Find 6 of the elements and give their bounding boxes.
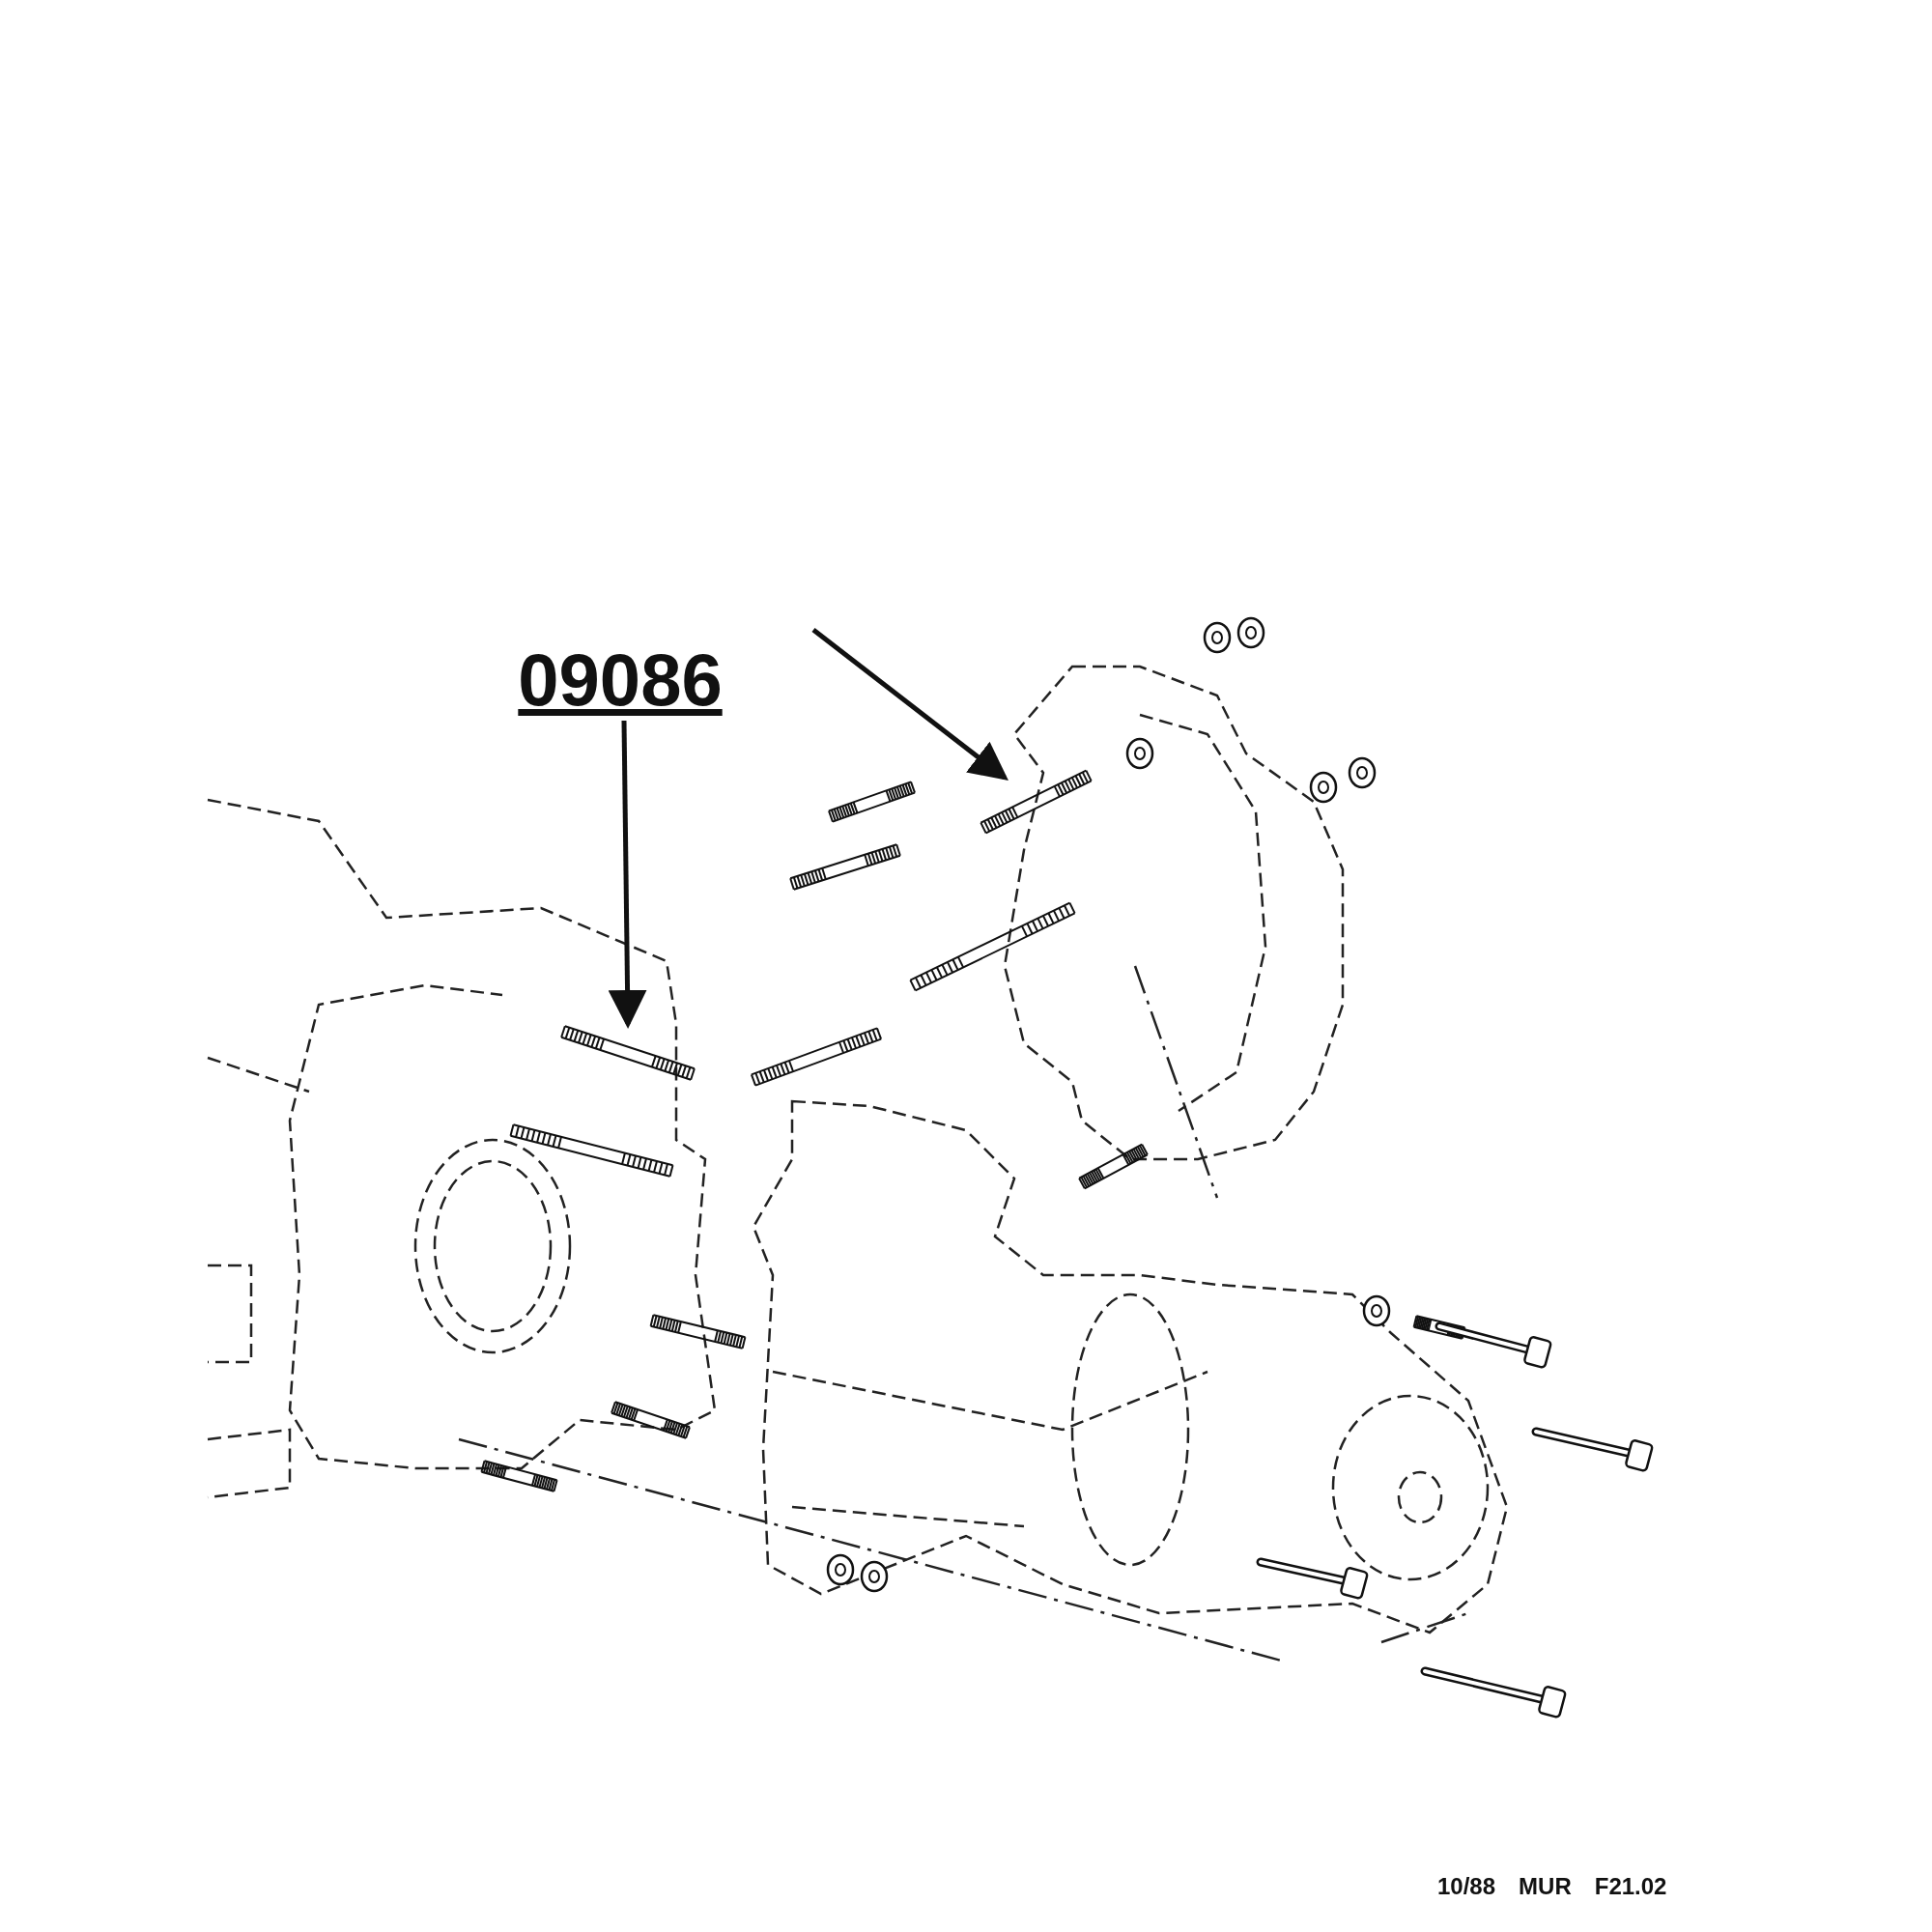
drawing-reference: F21.02 (1594, 1872, 1667, 1901)
arrow (811, 628, 1009, 781)
arrow (608, 720, 647, 1029)
drawing-reference: 10/88 (1437, 1872, 1496, 1901)
drawing-reference: MUR (1519, 1872, 1572, 1901)
part-number: 09086 (495, 639, 746, 721)
